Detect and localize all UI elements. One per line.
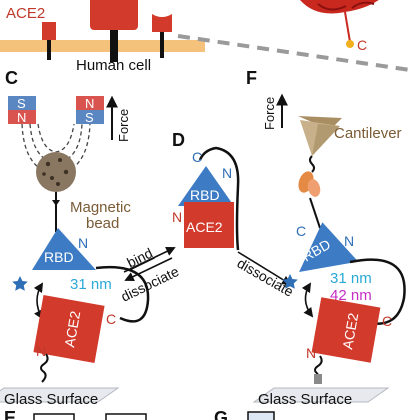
- human-cell-label: Human cell: [76, 57, 151, 74]
- human-cell-panel: ACE2 Human cell C: [0, 0, 411, 74]
- magnet-right-top-pole: N: [85, 96, 94, 111]
- rbd-label-c: RBD: [44, 249, 74, 265]
- magnet-left-bottom-pole: N: [17, 110, 26, 125]
- rbd-n-label-c: N: [78, 235, 88, 251]
- dissociate-arrow-right: dissociate: [235, 251, 297, 300]
- distance-label-c: 31 nm: [70, 276, 112, 293]
- panel-e-box-1: [33, 413, 75, 420]
- glass-surface-label-c: Glass Surface: [4, 391, 98, 408]
- panel-e-letter: E: [4, 408, 16, 420]
- ace2-n-label-f: N: [306, 345, 316, 361]
- star-icon-f: [282, 274, 298, 289]
- cell-membrane: [0, 40, 205, 52]
- linker-loop-d: [198, 146, 240, 251]
- ace2-crystal-structure: [300, 0, 379, 43]
- zoom-dashed-line: [177, 34, 411, 72]
- cantilever-tether: [309, 155, 315, 173]
- linker-loop-f: [349, 258, 406, 325]
- glass-surface-c: [0, 387, 120, 403]
- cantilever-label: Cantilever: [334, 125, 402, 142]
- bind-arrows: bind dissociate: [118, 245, 181, 305]
- force-arrow-c: Force: [106, 95, 131, 142]
- rbd-domain-d: RBD: [178, 166, 234, 206]
- ace2-domain-c: ACE2: [33, 295, 105, 363]
- bind-label: bind: [124, 245, 155, 271]
- c-terminus-label-top: C: [357, 37, 367, 53]
- ace2-c-label-f: C: [382, 313, 392, 329]
- distance-label-f-2: 42 nm: [330, 287, 372, 304]
- rbd-label-d: RBD: [190, 187, 220, 203]
- surface-anchor-f: [314, 374, 322, 384]
- ace2-domain-f: ACE2: [311, 297, 381, 363]
- magnetic-bead: [36, 152, 76, 192]
- panel-g-letter: G: [214, 408, 228, 420]
- handle-protein: [298, 171, 321, 197]
- rbd-c-label-d: C: [192, 149, 202, 165]
- bottom-partial-panels: E G: [4, 408, 275, 420]
- c-terminus-dot: [346, 40, 354, 48]
- glass-surface-f: [252, 387, 390, 403]
- dissociate-label-right: dissociate: [235, 255, 297, 300]
- panel-d-letter: D: [172, 130, 185, 150]
- star-icon-c: [12, 276, 28, 291]
- bead-link: [52, 200, 60, 206]
- ace2-receptor-right: [152, 14, 172, 58]
- rbd-n-label-d: N: [222, 165, 232, 181]
- bead-label-line2: bead: [86, 215, 119, 232]
- cantilever: [298, 116, 342, 156]
- ace2-label-c: ACE2: [61, 310, 83, 349]
- ace2-label-d: ACE2: [186, 219, 223, 235]
- magnet-left-top-pole: S: [17, 96, 26, 111]
- bead-label-line1: Magnetic: [70, 199, 131, 216]
- ace2-n-label-d: N: [172, 209, 182, 225]
- glass-surface-label-f: Glass Surface: [258, 391, 352, 408]
- surface-tether-c: [40, 353, 49, 383]
- panel-f-letter: F: [246, 68, 257, 88]
- rbd-domain-c: RBD: [32, 228, 96, 270]
- panel-d: D C RBD N ACE2 N bind dissociate dissoci…: [118, 130, 296, 305]
- dissociation-arrow-f: [301, 282, 314, 318]
- panel-f: F Force Cantilever RBD C N 31 nm 42 nm: [246, 68, 406, 408]
- ace2-domain-d: ACE2: [184, 202, 234, 248]
- magnet-right-bottom-pole: S: [85, 110, 94, 125]
- rbd-n-label-f: N: [344, 233, 354, 249]
- force-label-f: Force: [262, 97, 277, 130]
- force-label-c: Force: [116, 109, 131, 142]
- magnet-left: S N: [8, 96, 36, 125]
- ace2-label-top: ACE2: [6, 5, 45, 22]
- magnet-right: N S: [76, 96, 104, 125]
- rbd-c-label-f: C: [296, 223, 306, 239]
- force-arrow-f: Force: [262, 93, 288, 130]
- panel-c-letter: C: [5, 68, 18, 88]
- linker-loop-c: [95, 265, 150, 323]
- handle-link-f: [309, 197, 321, 229]
- distance-label-f-1: 31 nm: [330, 270, 372, 287]
- ace2-receptor-left: [42, 22, 56, 60]
- surface-tether-f: [314, 355, 323, 375]
- panel-e-box-2: [105, 413, 147, 420]
- ace2-receptor-middle: [90, 0, 138, 62]
- ace2-n-label-c: N: [36, 343, 46, 359]
- panel-c: C S N N S Force: [0, 68, 150, 408]
- ace2-c-label-c: C: [106, 311, 116, 327]
- ace2-label-f: ACE2: [339, 312, 361, 351]
- panel-g-box: [247, 411, 275, 420]
